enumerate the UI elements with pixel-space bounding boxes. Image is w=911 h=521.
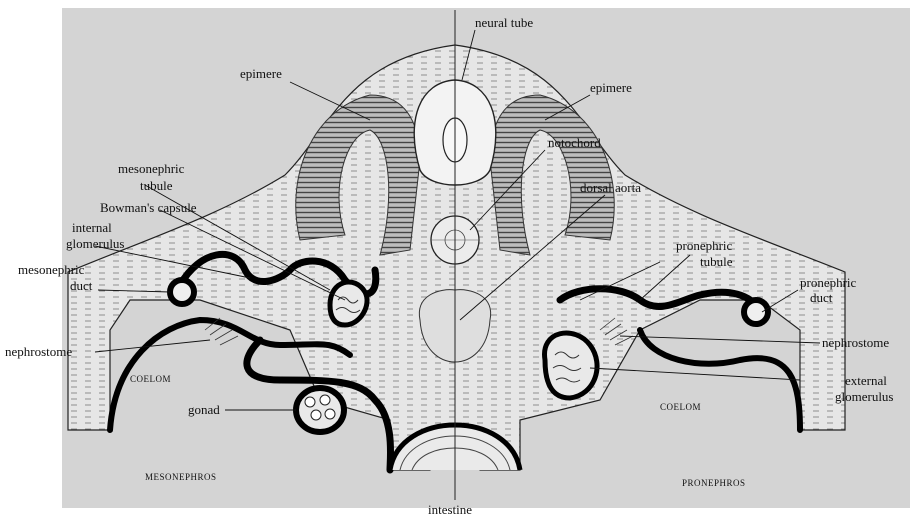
label-internal-glomerulus-1: internal [72,220,112,235]
label-internal-glomerulus-2: glomerulus [66,236,125,251]
label-pronephric-duct-2: duct [810,290,833,305]
label-external-glomerulus-1: external [845,373,887,388]
label-mesonephric-tubule-2: tubule [140,178,173,193]
label-notochord: notochord [548,135,601,150]
label-pronephric-tubule-2: tubule [700,254,733,269]
gonad [296,388,344,432]
label-pronephros: PRONEPHROS [682,478,746,488]
label-epimere-left: epimere [240,66,282,81]
label-mesonephric-duct-2: duct [70,278,93,293]
label-mesonephros: MESONEPHROS [145,472,217,482]
label-nephrostome-left: nephrostome [5,344,72,359]
external-glomerulus [545,333,598,398]
label-mesonephric-tubule-1: mesonephric [118,161,185,176]
label-external-glomerulus-2: glomerulus [835,389,894,404]
label-epimere-right: epimere [590,80,632,95]
label-gonad: gonad [188,402,220,417]
label-coelom-right: COELOM [660,402,701,412]
label-neural-tube: neural tube [475,15,533,30]
label-dorsal-aorta: dorsal aorta [580,180,641,195]
bowmans-capsule [330,282,367,325]
mesonephric-duct-lumen [170,280,194,304]
pronephric-duct-lumen [744,300,768,324]
label-nephrostome-right: nephrostome [822,335,889,350]
label-mesonephric-duct-1: mesonephric [18,262,85,277]
label-bowmans-capsule: Bowman's capsule [100,200,197,215]
label-pronephric-tubule-1: pronephric [676,238,733,253]
label-intestine: intestine [428,502,472,517]
label-pronephric-duct-1: pronephric [800,275,857,290]
label-coelom-left: COELOM [130,374,171,384]
